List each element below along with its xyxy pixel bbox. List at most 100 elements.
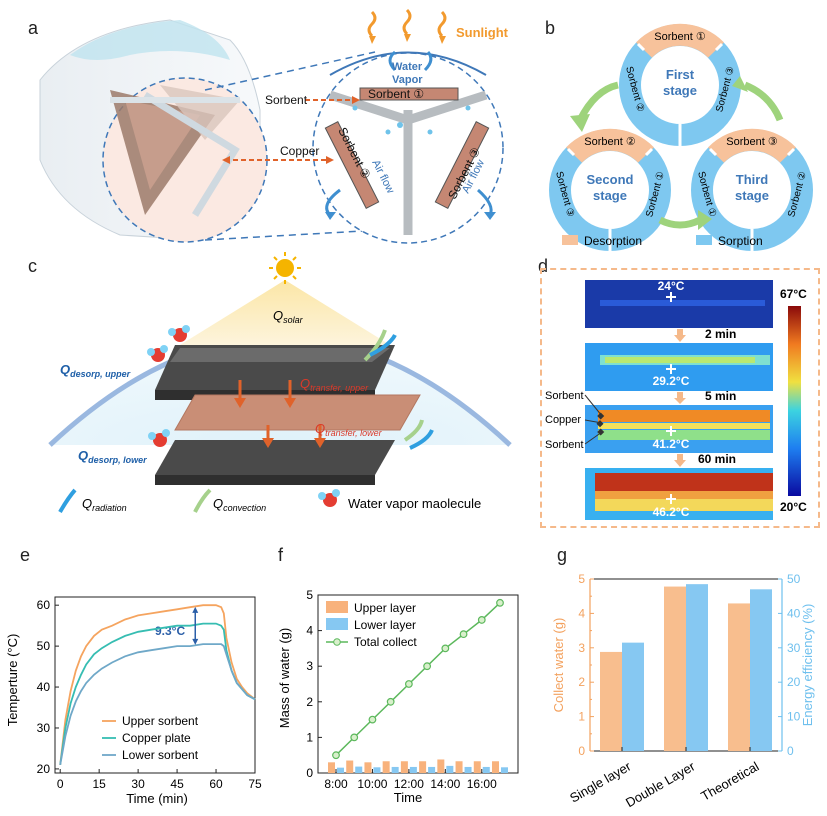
thermal-image-1 xyxy=(585,280,773,328)
time-label-2: 5 min xyxy=(705,389,736,403)
chart-f-total-point xyxy=(459,630,468,639)
chart-e-xtick-label: 75 xyxy=(248,777,262,791)
temp-label-2: 29.2°C xyxy=(653,374,690,388)
chart-f-xlabel: Time xyxy=(394,790,422,805)
cylinder-device xyxy=(39,19,268,243)
stage-3-ring: Sorbent ③ Third stage Sorbent ① Sorbent … xyxy=(695,136,809,251)
chart-f-bar-upper xyxy=(346,760,354,773)
chart-e-series-line-3 xyxy=(59,643,256,765)
chart-f-bar-upper xyxy=(400,761,408,773)
chart-f-legend-marker-total xyxy=(333,638,341,646)
chart-e-xtick-label: 30 xyxy=(131,777,145,791)
panel-b-cycle: Sorbent ① First stage Sorbent ② Sorbent … xyxy=(540,20,827,255)
chart-f-bar-upper xyxy=(437,759,445,773)
chart-f-ytick-label: 1 xyxy=(306,730,313,744)
sunlight-icon xyxy=(367,8,447,38)
panel-label-d: d xyxy=(538,256,549,276)
chart-f-bar-upper xyxy=(492,761,499,773)
panel-label-e: e xyxy=(20,545,31,565)
chart-e-xtick-label: 15 xyxy=(92,777,106,791)
chart-f-total-point xyxy=(332,751,340,760)
panel-label-f: f xyxy=(278,545,284,565)
chart-f-total-point xyxy=(423,662,432,671)
chart-e-xtick-label: 45 xyxy=(170,777,184,791)
stage-3-top-sorbent: Sorbent ③ xyxy=(726,136,778,148)
chart-f-ylabel: Mass of water (g) xyxy=(277,628,292,728)
stage-2-name-2: stage xyxy=(593,188,627,203)
chart-f-xtick-label: 10:00 xyxy=(357,777,387,791)
scale-max-label: 67°C xyxy=(780,287,807,301)
chart-f-frame xyxy=(317,594,519,774)
chart-f-bar-upper xyxy=(382,761,390,773)
chart-g-xtick-label: Theoretical xyxy=(698,759,761,804)
chart-f-bar-lower xyxy=(464,766,472,773)
chart-g-ytick-right-label: 40 xyxy=(787,606,801,620)
chart-g-ytick-right-label: 10 xyxy=(787,710,801,724)
chart-e-ytick-label: 50 xyxy=(37,639,51,653)
sorbent-2-plate xyxy=(324,121,380,209)
stage-1-name: First xyxy=(666,67,695,82)
chart-g-ytick-right-label: 20 xyxy=(787,675,801,689)
chart-e: Temperture (°C) Time (min) 9.3°C 2030405… xyxy=(5,596,262,806)
chart-f-ytick-label: 0 xyxy=(306,766,313,780)
chart-f-bar-lower xyxy=(428,766,436,773)
upper-sorbent-layer xyxy=(155,345,395,400)
chart-f-legend-upper: Upper layer xyxy=(354,601,416,615)
chart-g: Collect water (g) Energy efficiency (%) … xyxy=(551,572,815,810)
chart-e-frame xyxy=(54,596,256,774)
stage-1-top-sorbent: Sorbent ① xyxy=(654,31,706,43)
thermal-image-3 xyxy=(585,405,773,453)
chart-f-xtick-label: 12:00 xyxy=(394,777,424,791)
chart-f-total-point xyxy=(477,616,486,624)
chart-e-diff-arrowhead-top xyxy=(192,606,199,613)
chart-g-bar-collect xyxy=(600,651,622,751)
q-transfer-lower-label: Qtransfer, lower xyxy=(315,421,383,438)
layer-label-copper: Copper xyxy=(545,414,581,426)
legend-desorption-swatch xyxy=(562,235,578,245)
chart-f-bar-lower xyxy=(373,767,381,773)
chart-f-legend-swatch-upper xyxy=(326,601,348,613)
panel-label-b: b xyxy=(545,18,556,38)
chart-e-series-line-1 xyxy=(59,604,256,765)
chart-e-xtick-label: 60 xyxy=(209,777,223,791)
chart-g-bar-efficiency xyxy=(622,642,644,751)
panel-label-g: g xyxy=(557,545,568,565)
water-molecule-icon xyxy=(147,325,340,507)
chart-g-ytick-right-label: 50 xyxy=(787,572,801,586)
water-vapor-label-1: Water xyxy=(392,61,423,73)
q-solar-label: Qsolar xyxy=(273,308,304,325)
chart-f-total-point xyxy=(404,680,413,688)
stage-2-name: Second xyxy=(587,172,634,187)
chart-e-ytick-label: 20 xyxy=(37,762,51,776)
sorbent-1-plate xyxy=(359,87,459,101)
chart-e-legend-label-3: Lower sorbent xyxy=(122,748,199,762)
stage-2-ring: Sorbent ② Second stage Sorbent ③ Sorbent… xyxy=(553,136,667,251)
temp-label-4: 46.2°C xyxy=(653,505,690,519)
thermal-image-2 xyxy=(585,343,773,391)
stage-3-name-2: stage xyxy=(735,188,769,203)
chart-f-total-point xyxy=(441,644,450,653)
chart-g-ytick-left-label: 2 xyxy=(578,675,585,689)
sorbent-3-plate xyxy=(434,121,490,209)
chart-f-ytick-label: 3 xyxy=(306,659,313,673)
color-scale-bar xyxy=(788,306,801,496)
sorbent-pointer-label: Sorbent xyxy=(265,93,308,107)
chart-f-bar-lower xyxy=(409,766,417,773)
chart-f-bar-upper xyxy=(473,761,481,773)
chart-f-bar-lower xyxy=(446,765,454,773)
time-label-1: 2 min xyxy=(705,327,736,341)
copper-plate xyxy=(174,394,421,431)
panel-c-heat-flow: Qsolar Qdesorp, upper Qtransfer, upper Q… xyxy=(48,252,512,513)
chart-g-xtick-label: Double Layer xyxy=(623,758,698,810)
q-transfer-upper-label: Qtransfer, upper xyxy=(300,376,369,393)
water-vapor-molecule-label: Water vapor maolecule xyxy=(348,496,481,511)
chart-g-bar-efficiency xyxy=(686,584,708,751)
chart-e-xlabel: Time (min) xyxy=(126,791,188,806)
stage-1-ring: Sorbent ① First stage Sorbent ② Sorbent … xyxy=(623,31,737,146)
panel-label-a: a xyxy=(28,18,39,38)
panel-a-illustration: Sunlight Water Vapor Sorbent Copper Sorb… xyxy=(39,8,509,244)
layer-label-sorbent-top: Sorbent xyxy=(545,390,584,402)
chart-f-bar-lower xyxy=(482,766,490,773)
copper-pointer-label: Copper xyxy=(280,144,319,158)
chart-g-ytick-left-label: 0 xyxy=(578,744,585,758)
